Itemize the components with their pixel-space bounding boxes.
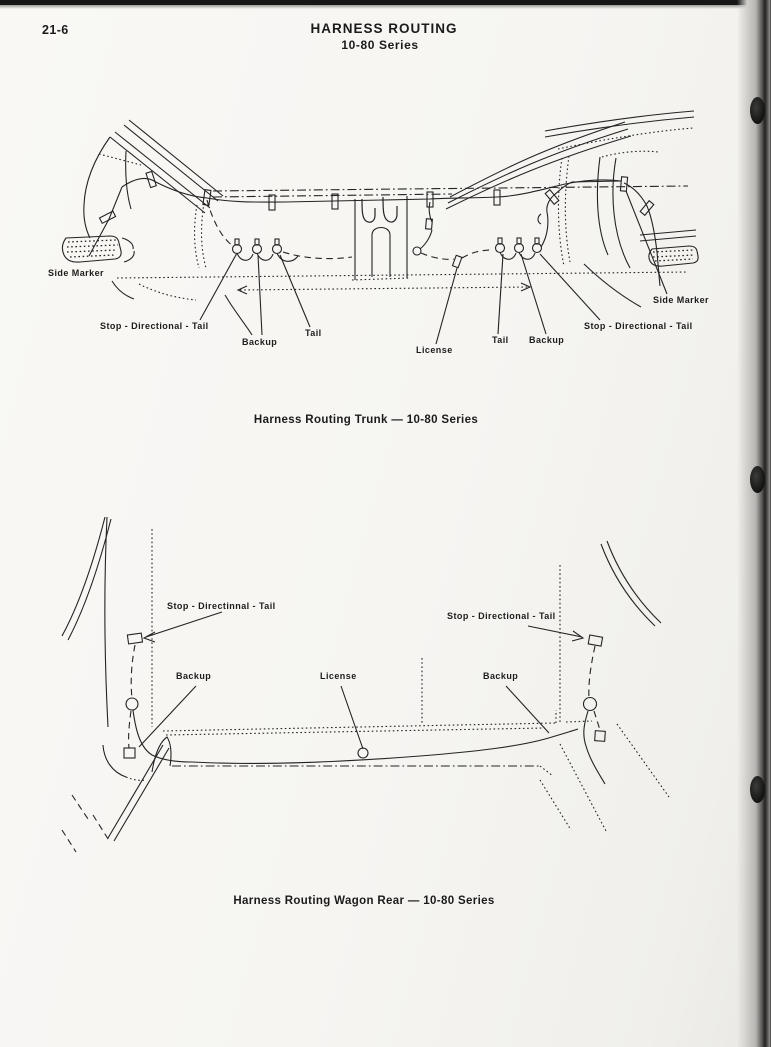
trunk-figure-caption: Harness Routing Trunk — 10-80 Series bbox=[253, 414, 479, 426]
label-wagon-backup-left: Backup bbox=[176, 671, 212, 681]
label-tail-right: Tail bbox=[492, 335, 509, 345]
trunk-harness bbox=[88, 170, 661, 287]
binder-hole-icon bbox=[750, 97, 765, 124]
scan-top-edge-fade bbox=[0, 5, 771, 9]
label-wagon-license: License bbox=[320, 671, 357, 681]
label-stop-directional-tail-right: Stop - Directional - Tail bbox=[584, 321, 693, 331]
label-wagon-backup-right: Backup bbox=[483, 671, 519, 681]
binder-hole-icon bbox=[750, 776, 765, 803]
wagon-leader-lines bbox=[138, 611, 585, 750]
trunk-latch-bracket bbox=[351, 196, 411, 281]
binder-hole-icon bbox=[750, 466, 765, 493]
label-wagon-stop-directional-tail-right: Stop - Directional - Tail bbox=[447, 611, 556, 621]
label-backup-right: Backup bbox=[529, 335, 565, 345]
page-binding-edge bbox=[737, 0, 771, 1047]
wagon-diagram-art bbox=[61, 516, 670, 853]
label-wagon-stop-directional-tail-left: Stop - Directinnal - Tail bbox=[167, 601, 276, 611]
label-tail-left: Tail bbox=[305, 328, 322, 338]
label-backup-left: Backup bbox=[242, 337, 278, 347]
label-side-marker-right: Side Marker bbox=[653, 295, 709, 305]
trunk-leader-lines bbox=[199, 190, 668, 345]
label-side-marker-left: Side Marker bbox=[48, 268, 104, 278]
wagon-harness bbox=[123, 632, 606, 785]
label-license: License bbox=[416, 345, 453, 355]
page-title: HARNESS ROUTING bbox=[310, 21, 458, 36]
label-stop-directional-tail-left: Stop - Directional - Tail bbox=[100, 321, 209, 331]
page-number: 21-6 bbox=[42, 23, 69, 37]
page-subtitle: 10-80 Series bbox=[341, 38, 419, 52]
wagon-figure-caption: Harness Routing Wagon Rear — 10-80 Serie… bbox=[233, 895, 495, 907]
scan-top-edge bbox=[0, 0, 771, 5]
trunk-diagram-art bbox=[61, 110, 699, 345]
